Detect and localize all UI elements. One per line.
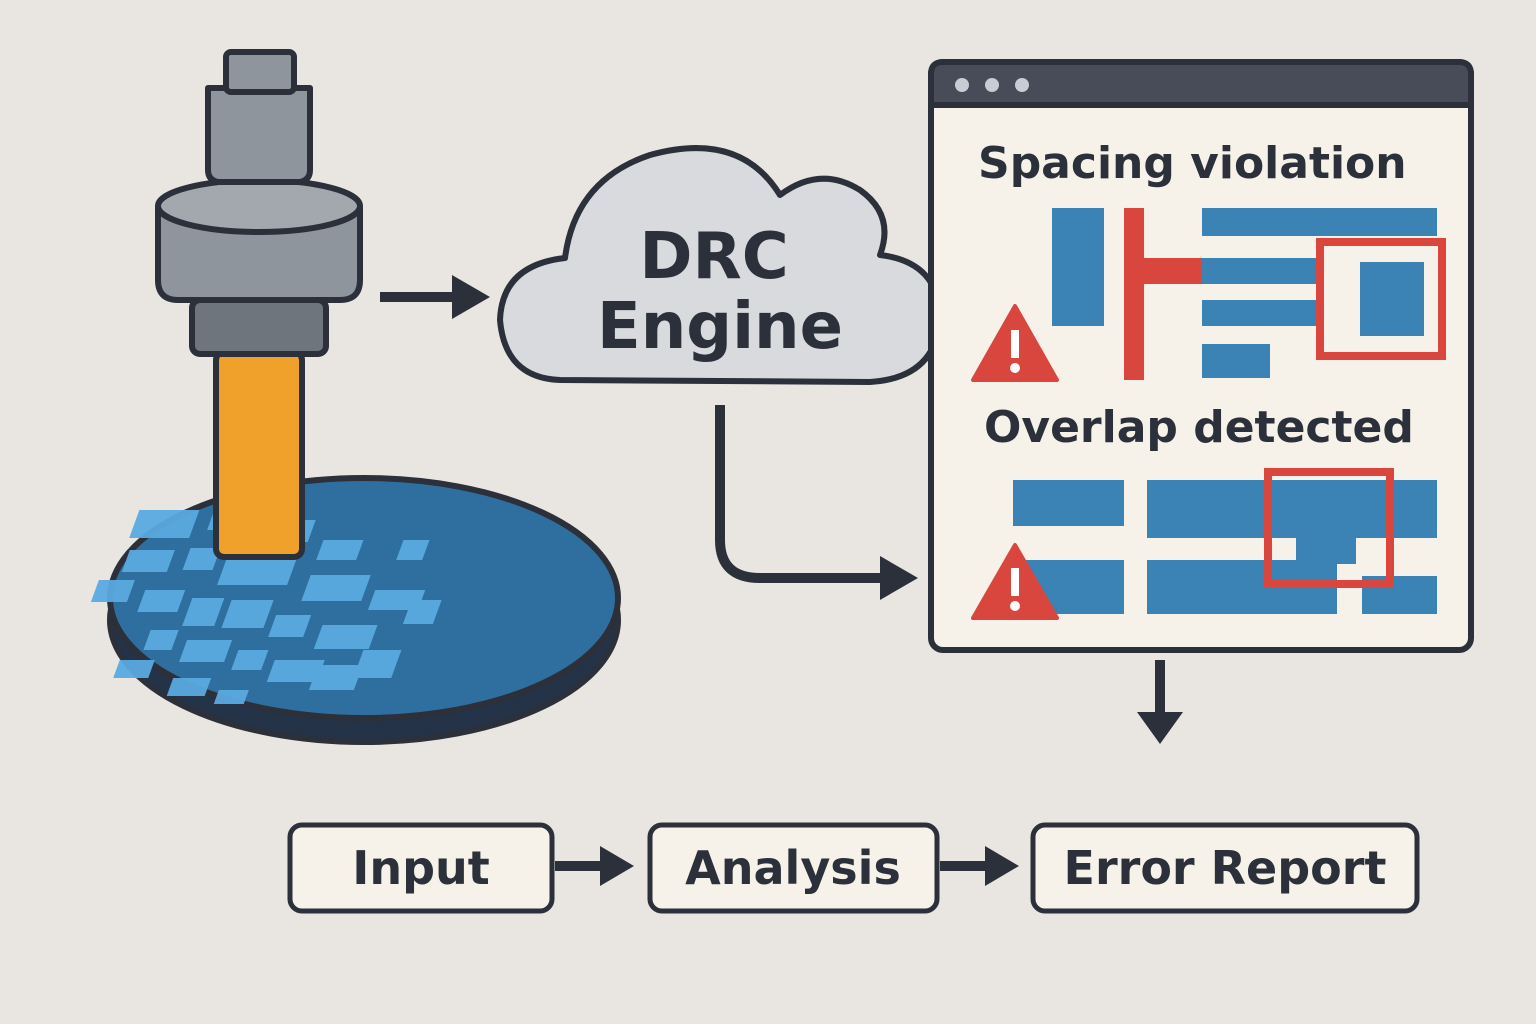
drc-engine-cloud: DRC Engine bbox=[497, 145, 943, 385]
arrow-to-report bbox=[715, 405, 918, 600]
arrow-to-engine bbox=[380, 275, 490, 319]
pipeline-step-label: Input bbox=[352, 841, 490, 895]
pipeline-step-analysis[interactable]: Analysis bbox=[647, 822, 940, 914]
section-heading-overlap: Overlap detected bbox=[984, 402, 1414, 453]
pipeline-arrow bbox=[555, 846, 634, 886]
cloud-line1: DRC bbox=[639, 220, 788, 294]
report-window: Spacing violation Overlap detected bbox=[928, 59, 1474, 653]
window-dot[interactable] bbox=[985, 78, 999, 92]
window-dot[interactable] bbox=[1015, 78, 1029, 92]
arrow-down bbox=[1137, 660, 1183, 744]
section-heading-spacing: Spacing violation bbox=[978, 138, 1407, 189]
pipeline-step-error-report[interactable]: Error Report bbox=[1030, 822, 1420, 914]
inspection-scope bbox=[155, 49, 363, 560]
pipeline-arrow bbox=[940, 846, 1019, 886]
overlap-layout bbox=[1013, 468, 1437, 614]
wafer-die-grid bbox=[90, 505, 442, 704]
pipeline-step-label: Analysis bbox=[685, 841, 901, 895]
cloud-line2: Engine bbox=[597, 290, 843, 364]
warning-triangle-icon bbox=[971, 304, 1059, 382]
spacing-layout bbox=[1052, 208, 1446, 380]
warning-triangle-icon bbox=[971, 543, 1059, 620]
window-dot[interactable] bbox=[955, 78, 969, 92]
pipeline-step-input[interactable]: Input bbox=[287, 822, 555, 914]
pipeline: Input Analysis Error Report bbox=[287, 822, 1420, 914]
wafer bbox=[90, 475, 621, 745]
pipeline-step-label: Error Report bbox=[1064, 841, 1387, 895]
